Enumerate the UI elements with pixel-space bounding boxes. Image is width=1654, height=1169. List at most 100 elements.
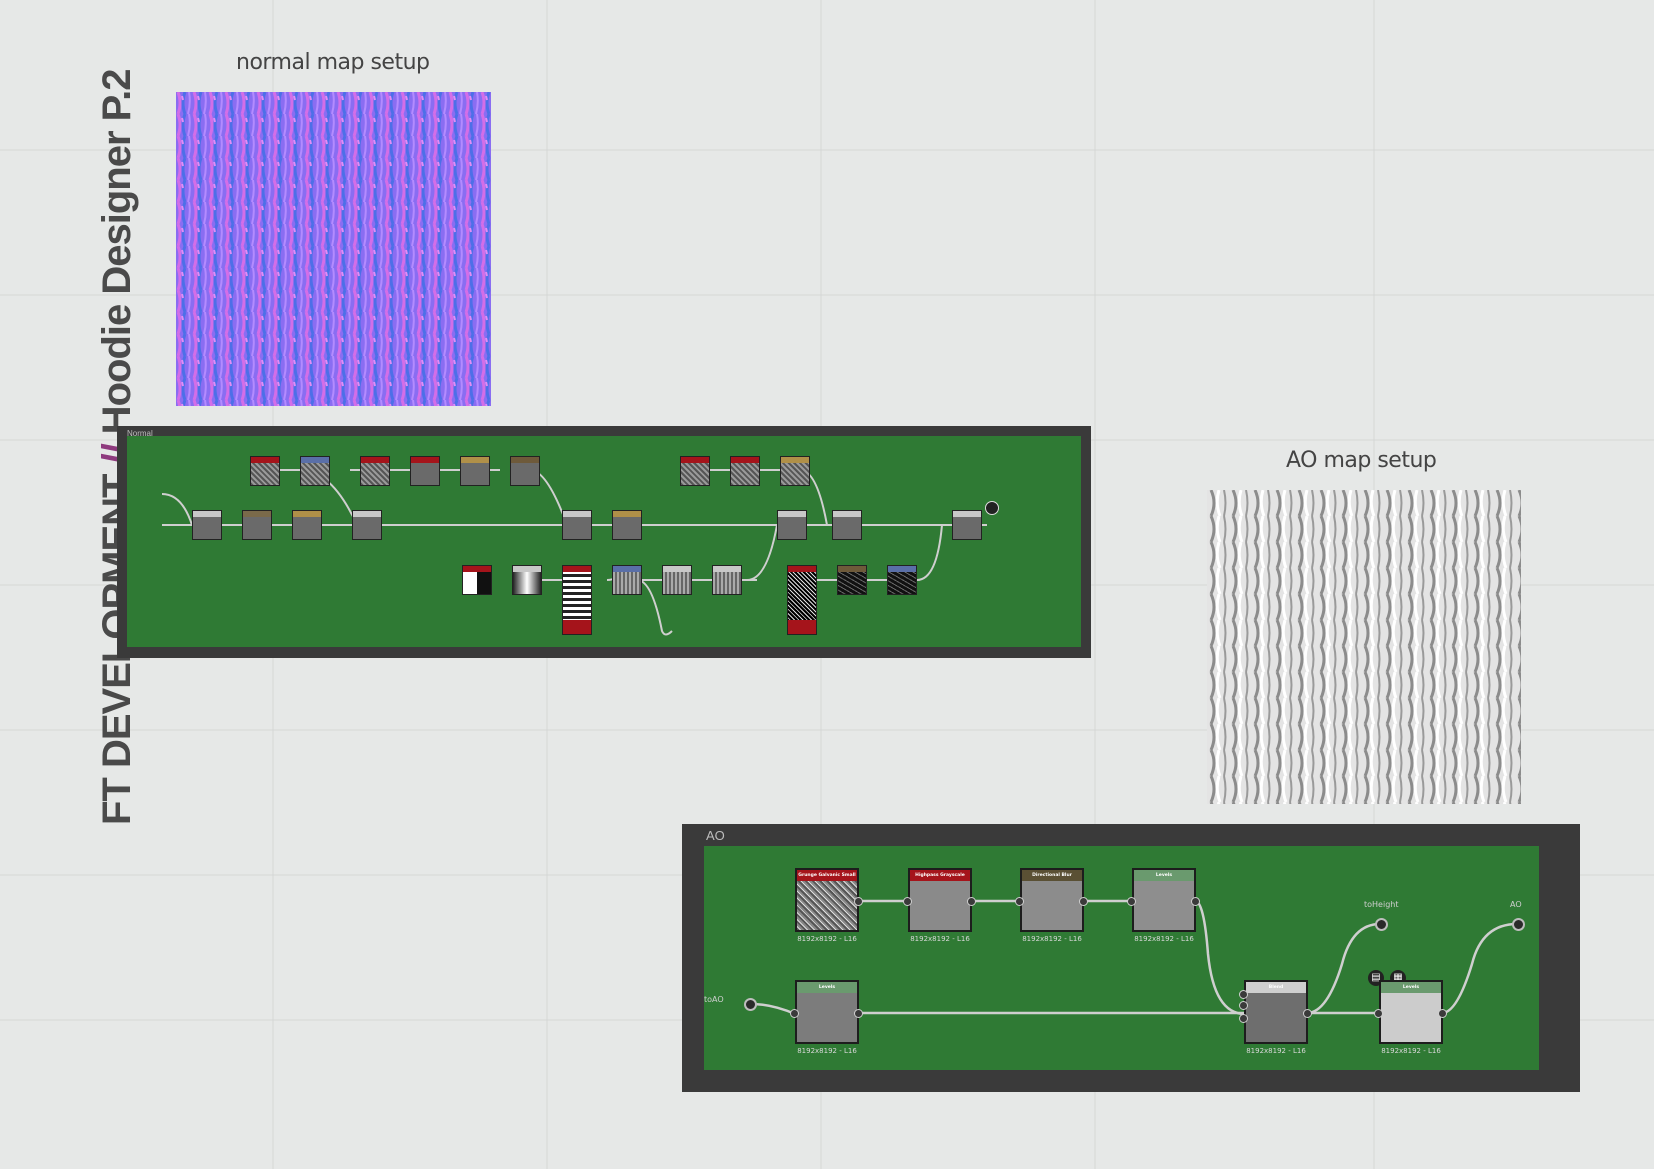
ao-node-output-port[interactable] [1438,1009,1447,1018]
ao-node-input-port[interactable] [1374,1009,1383,1018]
normal-node[interactable] [612,510,642,540]
ao-input-port[interactable] [744,998,757,1011]
normal-node[interactable] [360,456,390,486]
checker-icon[interactable] [985,501,999,515]
ao-node-title: Levels [797,982,857,993]
normal-node-header [663,566,691,572]
normal-node-header [953,511,981,517]
normal-node-header [778,511,806,517]
normal-node[interactable] [300,456,330,486]
normal-node[interactable] [242,510,272,540]
normal-node-header [361,457,389,463]
normal-node-header [301,457,329,463]
ao-node-input-port[interactable] [1239,1001,1248,1010]
ao-node-output-port[interactable] [1079,897,1088,906]
ao-map-preview [1207,490,1521,804]
normal-node[interactable] [410,456,440,486]
ao-node-output-port[interactable] [1191,897,1200,906]
normal-node[interactable] [712,565,742,595]
normal-node[interactable] [832,510,862,540]
normal-node-header [781,457,809,463]
normal-node-header [613,511,641,517]
normal-node-header [563,511,591,517]
normal-node[interactable] [730,456,760,486]
ao-node-output-port[interactable] [967,897,976,906]
normal-node[interactable] [612,565,642,595]
ao-node-output-port[interactable] [854,1009,863,1018]
ao-node-resolution: 8192x8192 - L16 [1022,935,1082,943]
normal-node[interactable] [562,565,592,635]
normal-node-header [463,566,491,572]
to-height-port[interactable] [1375,918,1388,931]
normal-node-header [411,457,439,463]
normal-node[interactable] [952,510,982,540]
ao-node-title: Highpass Grayscale [910,870,970,881]
ao-graph-links [750,899,1518,1016]
normal-graph-frame[interactable]: Normal [117,426,1091,658]
normal-node[interactable] [780,456,810,486]
normal-node-header [193,511,221,517]
ao-output-port[interactable] [1512,918,1525,931]
ao-node-input-port[interactable] [1239,990,1248,999]
to-height-label: toHeight [1364,900,1399,909]
ao-node-resolution: 8192x8192 - L16 [910,935,970,943]
normal-node[interactable] [680,456,710,486]
normal-node-header [613,566,641,572]
normal-frame-label: Normal [127,429,153,438]
normal-node-footer [788,620,816,634]
normal-node[interactable] [787,565,817,635]
ao-node-resolution: 8192x8192 - L16 [1134,935,1194,943]
ao-node-output-port[interactable] [1303,1009,1312,1018]
ao-node-input-port[interactable] [1127,897,1136,906]
normal-map-preview [176,92,491,406]
normal-node[interactable] [462,565,492,595]
normal-graph-canvas[interactable] [127,436,1081,647]
ao-map-caption: AO map setup [1286,448,1437,473]
ao-node-title: Grunge Galvanic Small [797,870,857,881]
ao-graph-frame[interactable]: AO toAO toHeight AO ▤ ▦ Grunge Galvanic … [682,824,1580,1092]
normal-node-header [243,511,271,517]
ao-node-input-port[interactable] [1239,1014,1248,1023]
normal-node[interactable] [887,565,917,595]
ao-input-label: toAO [704,995,724,1004]
normal-node[interactable] [777,510,807,540]
normal-node-header [713,566,741,572]
normal-node[interactable] [510,456,540,486]
normal-node-header [251,457,279,463]
ao-node-levels1[interactable]: Levels [1132,868,1196,932]
ao-node-levels3[interactable]: Levels [1379,980,1443,1044]
ao-frame-label: AO [706,828,725,843]
normal-node-header [513,566,541,572]
normal-node[interactable] [562,510,592,540]
ao-node-grunge[interactable]: Grunge Galvanic Small [795,868,859,932]
normal-node-header [353,511,381,517]
ao-node-resolution: 8192x8192 - L16 [797,935,857,943]
normal-map-caption: normal map setup [236,50,430,75]
ao-node-dirblur[interactable]: Directional Blur [1020,868,1084,932]
normal-node[interactable] [250,456,280,486]
normal-node-header [293,511,321,517]
normal-node-header [833,511,861,517]
normal-node[interactable] [662,565,692,595]
ao-node-input-port[interactable] [1015,897,1024,906]
ao-node-input-port[interactable] [790,1009,799,1018]
ao-node-blend[interactable]: Blend [1244,980,1308,1044]
normal-node-header [888,566,916,572]
normal-node[interactable] [512,565,542,595]
title-right: Hoodie Designer P.2 [95,69,139,435]
ao-output-label: AO [1510,900,1522,909]
ao-node-levels2[interactable]: Levels [795,980,859,1044]
normal-node-header [511,457,539,463]
normal-node[interactable] [837,565,867,595]
normal-node-header [563,566,591,572]
normal-node[interactable] [292,510,322,540]
normal-node-footer [563,620,591,634]
ao-node-title: Directional Blur [1022,870,1082,881]
normal-node[interactable] [352,510,382,540]
ao-node-highpass[interactable]: Highpass Grayscale [908,868,972,932]
ao-node-title: Blend [1246,982,1306,993]
normal-node[interactable] [460,456,490,486]
normal-node[interactable] [192,510,222,540]
ao-node-output-port[interactable] [854,897,863,906]
ao-node-input-port[interactable] [903,897,912,906]
